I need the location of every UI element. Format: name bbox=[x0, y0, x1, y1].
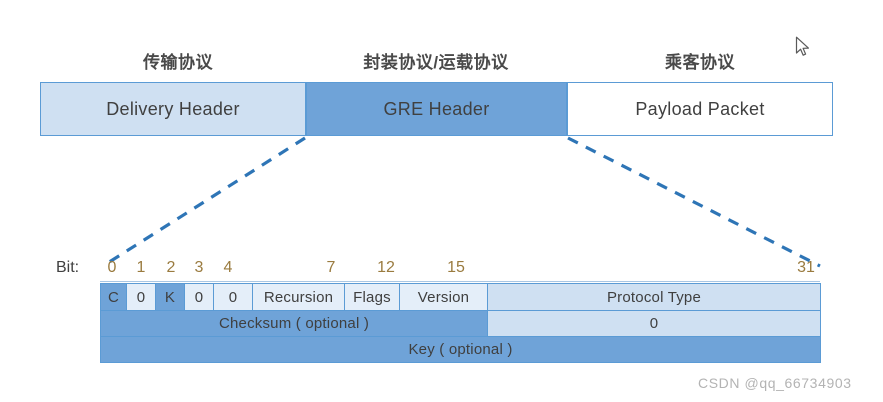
watermark-text: CSDN @qq_66734903 bbox=[698, 375, 852, 391]
bitfield-cell-c: C bbox=[101, 284, 127, 310]
bitfield-cell-protocol-type: Protocol Type bbox=[488, 284, 820, 310]
bitfield-cell-k: K bbox=[156, 284, 185, 310]
bit-tick-15: 15 bbox=[447, 259, 465, 276]
protocol-role-label-0: 传输协议 bbox=[143, 53, 213, 72]
payload-packet-box: Payload Packet bbox=[567, 82, 833, 136]
connector-line-left bbox=[102, 136, 306, 268]
bit-tick-7: 7 bbox=[326, 259, 336, 276]
bit-tick-4: 4 bbox=[223, 259, 233, 276]
bit-tick-3: 3 bbox=[194, 259, 204, 276]
payload-packet-label: Payload Packet bbox=[635, 98, 765, 119]
bitfield-cell-0: 0 bbox=[127, 284, 156, 310]
bit-ruler-baseline bbox=[100, 281, 820, 282]
protocol-role-label-2: 乘客协议 bbox=[665, 53, 735, 72]
connector-line-right bbox=[567, 136, 821, 268]
bitfield-cell-recursion: Recursion bbox=[253, 284, 345, 310]
protocol-role-label-1: 封装协议/运载协议 bbox=[363, 53, 509, 72]
bitfield-cell-0: 0 bbox=[214, 284, 253, 310]
bitfield-cell-version: Version bbox=[400, 284, 488, 310]
key-row: Key ( optional ) bbox=[101, 336, 820, 362]
bit-tick-2: 2 bbox=[166, 259, 176, 276]
gre-header-box: GRE Header bbox=[306, 82, 567, 136]
delivery-header-box: Delivery Header bbox=[40, 82, 306, 136]
bitfield-cell-checksum-optional: Checksum ( optional ) bbox=[101, 311, 488, 336]
bitfield-cell-key-optional: Key ( optional ) bbox=[101, 337, 820, 362]
bitfield-cell-flags: Flags bbox=[345, 284, 400, 310]
bit-tick-31: 31 bbox=[797, 259, 815, 276]
bit-tick-12: 12 bbox=[377, 259, 395, 276]
mouse-pointer-icon bbox=[795, 36, 811, 63]
gre-header-label: GRE Header bbox=[383, 98, 490, 119]
checksum-row: Checksum ( optional )0 bbox=[101, 310, 820, 336]
bit-tick-1: 1 bbox=[136, 259, 146, 276]
bit-ruler-caption: Bit: bbox=[56, 259, 80, 276]
bit-tick-0: 0 bbox=[107, 259, 117, 276]
delivery-header-label: Delivery Header bbox=[106, 98, 240, 119]
bitfield-cell-0: 0 bbox=[488, 311, 820, 336]
bitfield-cell-0: 0 bbox=[185, 284, 214, 310]
